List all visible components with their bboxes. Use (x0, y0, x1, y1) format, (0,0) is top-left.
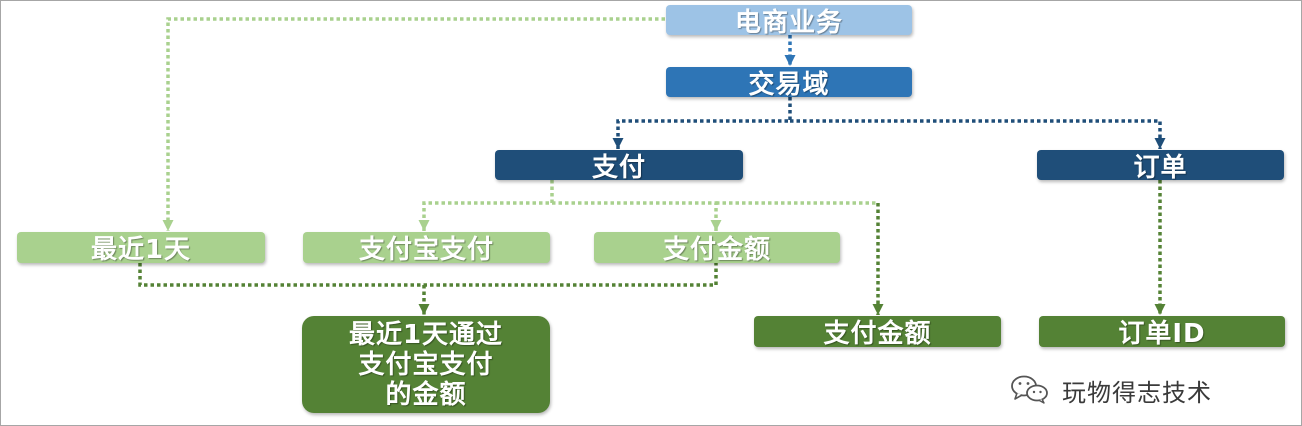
node-order-id: 订单ID (1039, 316, 1285, 349)
node-label: 电商业务 (734, 7, 843, 38)
wechat-icon (1011, 375, 1048, 404)
node-payment-amount-modifier: 支付金额 (594, 232, 840, 265)
node-label: 支付金额 (662, 235, 771, 265)
node-label: 交易域 (748, 69, 830, 100)
node-alipay-payment: 支付宝支付 (303, 232, 550, 265)
node-label: 支付宝支付 (358, 235, 494, 265)
node-trade-domain: 交易域 (666, 67, 912, 100)
node-label: 支付金额 (823, 319, 932, 349)
node-ecommerce-business: 电商业务 (666, 5, 912, 38)
node-label-line: 最近1天通过 (348, 319, 504, 350)
node-derived-metric: 最近1天通过 支付宝支付 的金额 (302, 316, 550, 413)
node-label: 订单 (1133, 152, 1188, 183)
node-label-line: 的金额 (385, 379, 467, 410)
node-label-line: 支付宝支付 (358, 349, 494, 380)
node-last-1-day: 最近1天 (17, 232, 265, 265)
node-order: 订单 (1037, 150, 1284, 183)
node-payment-amount: 支付金额 (754, 316, 1001, 349)
node-label: 支付 (591, 152, 646, 183)
watermark-text: 玩物得志技术 (1062, 379, 1212, 407)
node-payment: 支付 (495, 150, 743, 183)
node-label: 最近1天 (90, 235, 192, 265)
node-label: 订单ID (1118, 319, 1206, 349)
